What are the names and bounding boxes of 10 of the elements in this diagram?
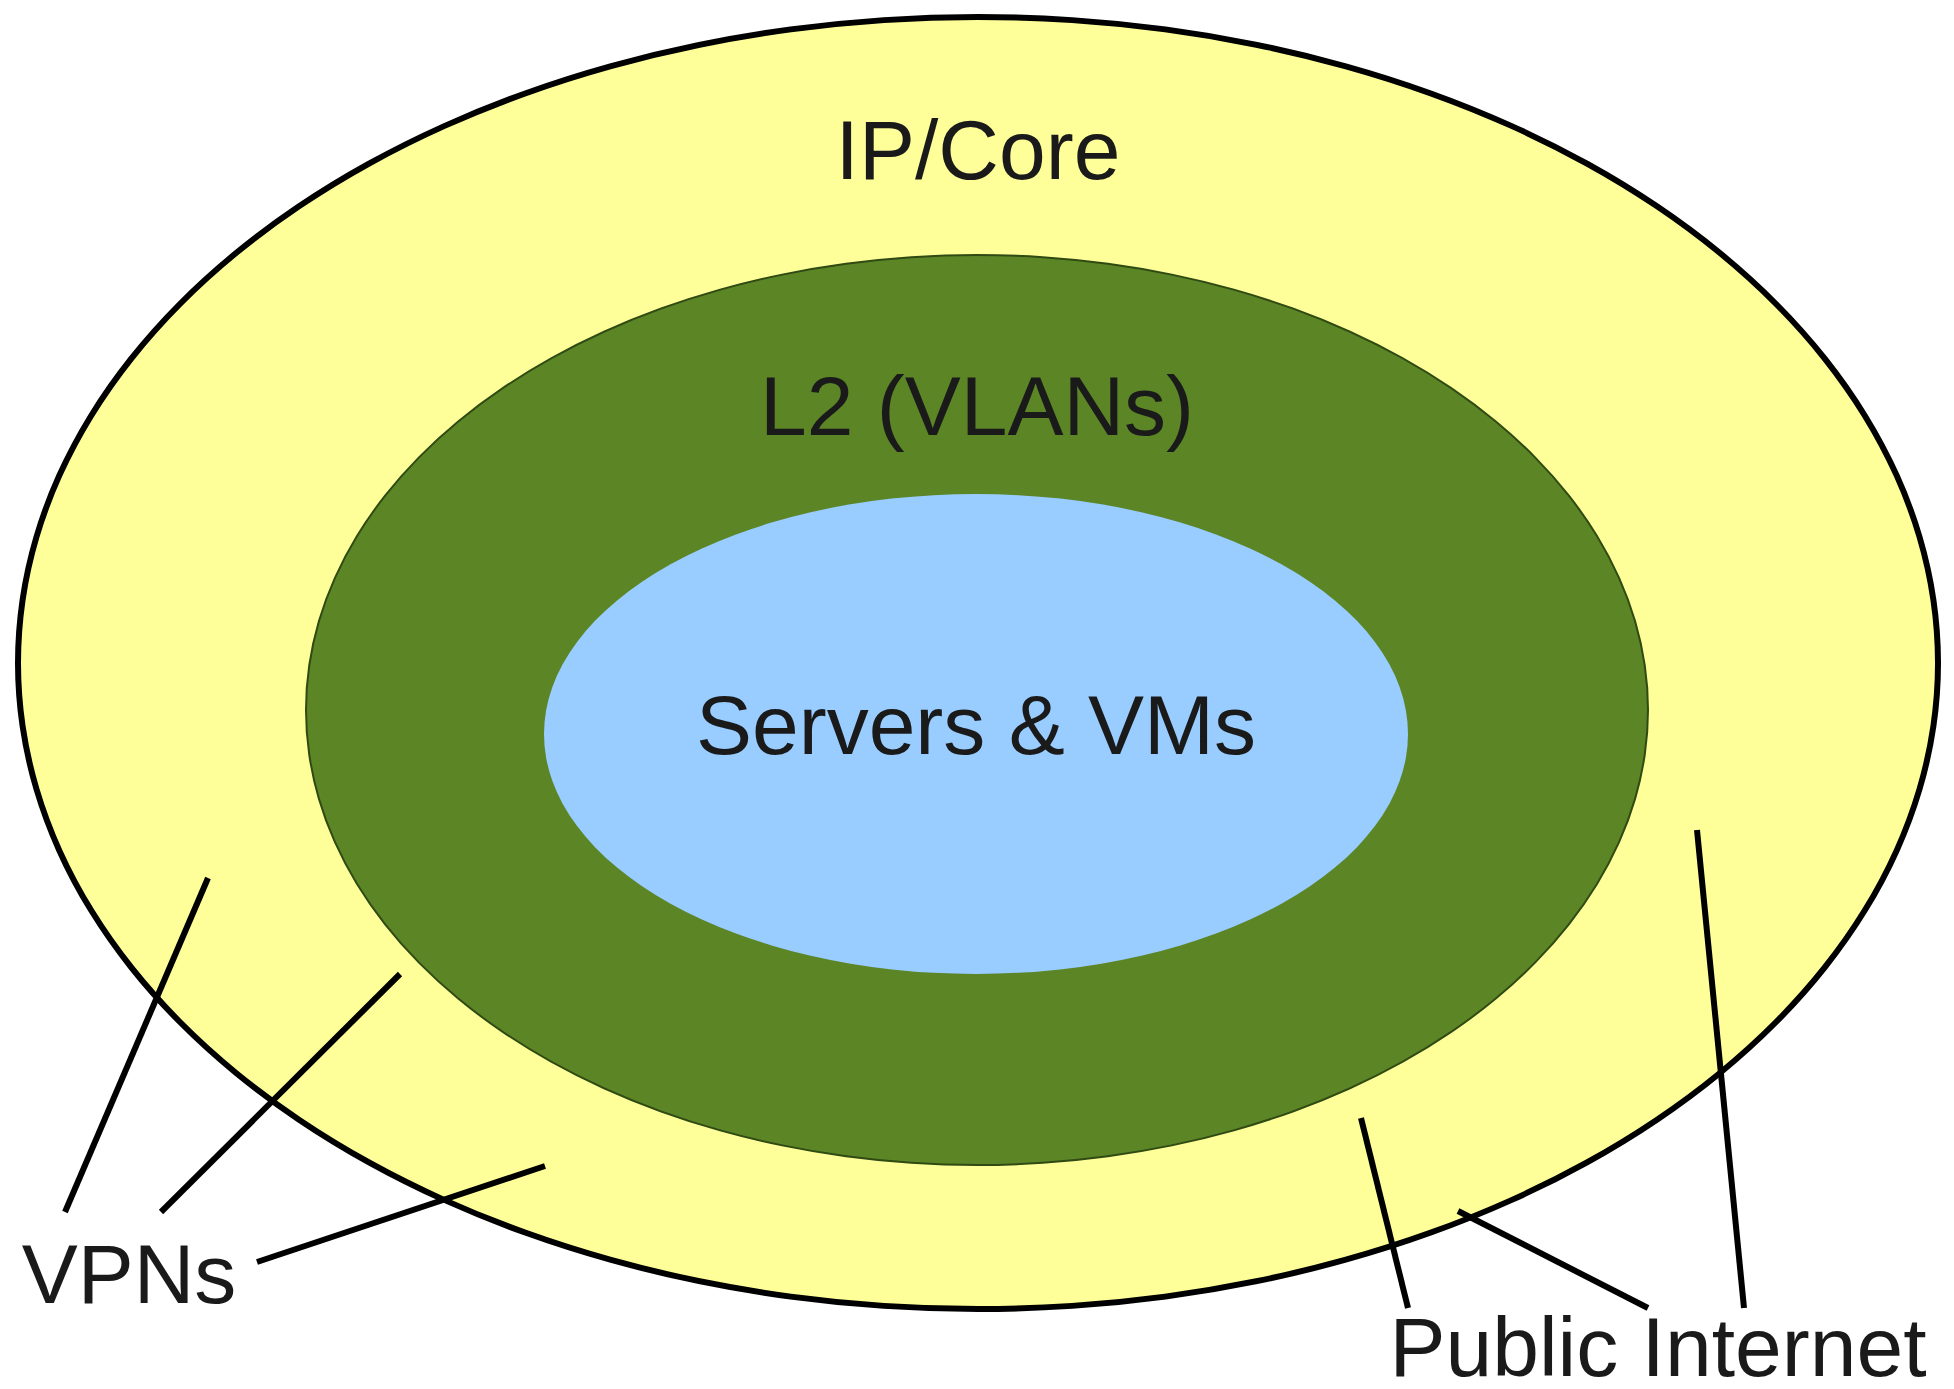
leader-line: [158, 971, 403, 1215]
region-label: IP/Core: [835, 108, 1121, 192]
leader-line: [1456, 1208, 1650, 1311]
leader-line: [256, 1163, 546, 1265]
leader-line: [62, 876, 211, 1214]
leader-line: [1694, 829, 1747, 1309]
internet-label: Public Internet: [1389, 1305, 1927, 1389]
region-label: Servers & VMs: [695, 683, 1257, 767]
leader-line: [1358, 1117, 1411, 1309]
vpns-label: VPNs: [21, 1232, 237, 1316]
